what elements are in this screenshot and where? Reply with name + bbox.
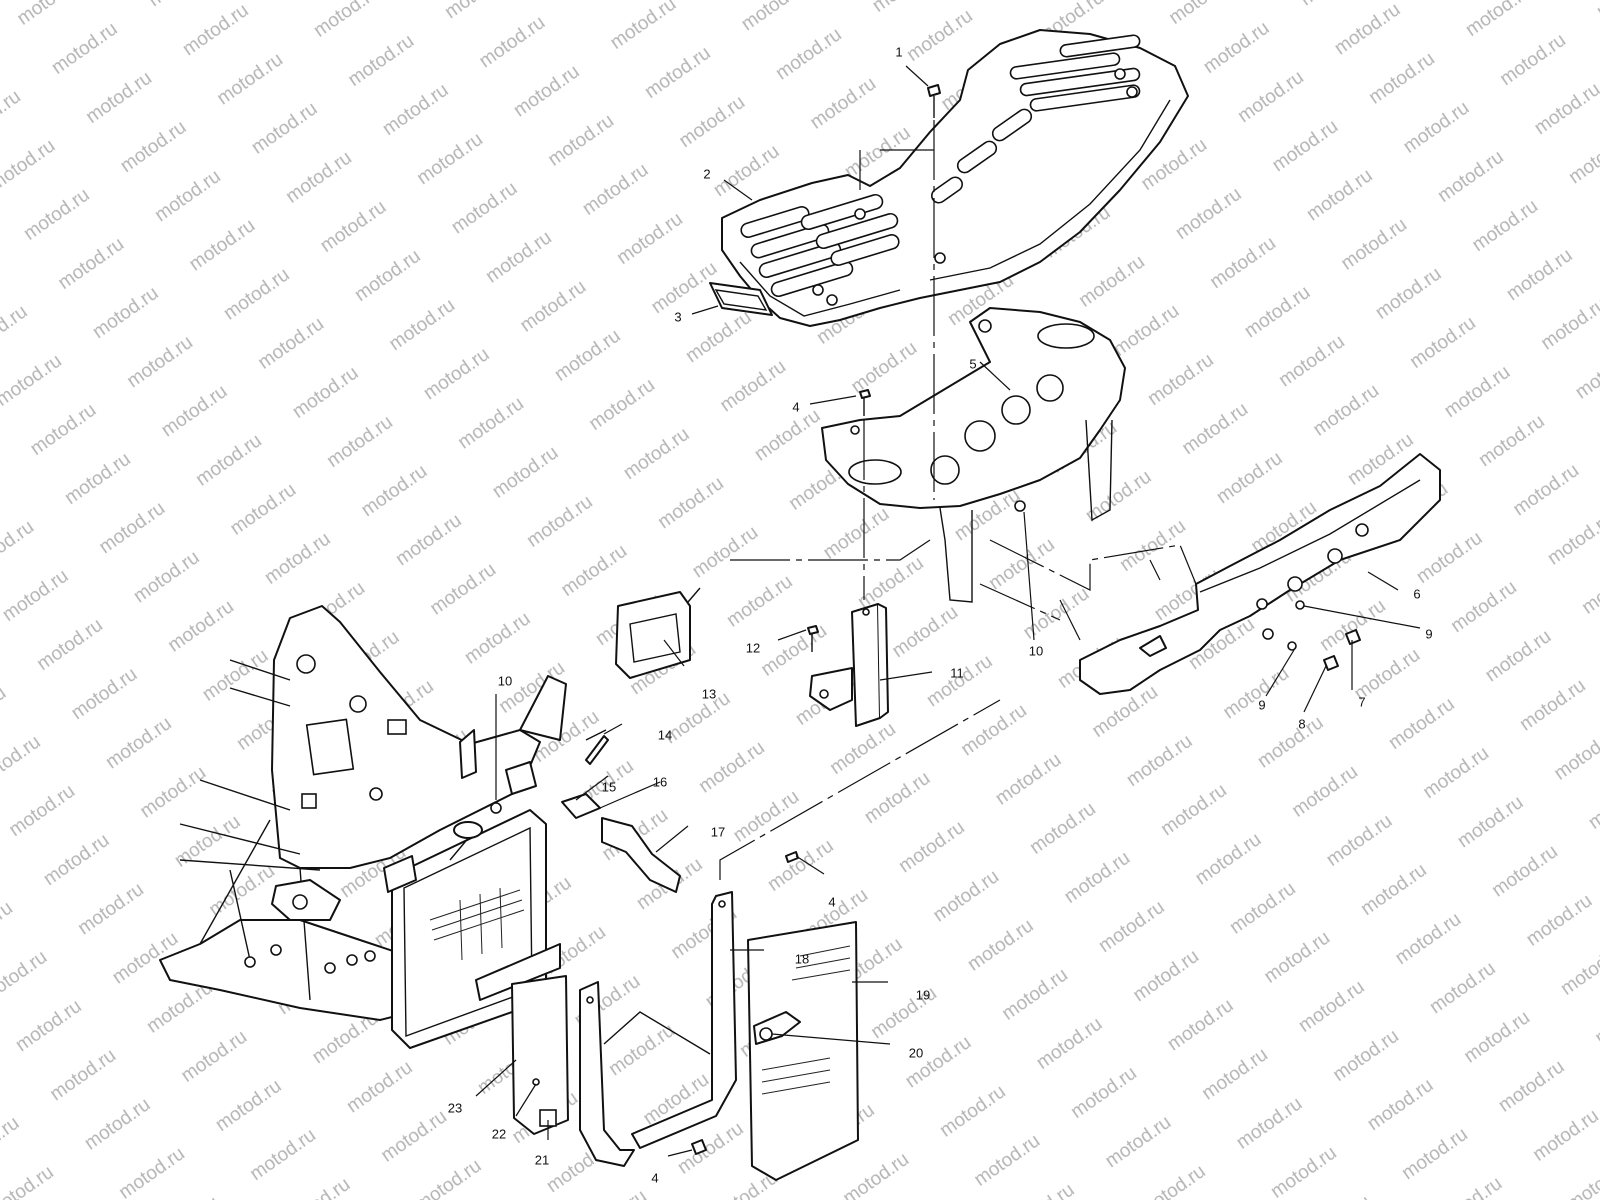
callout-14: 14 bbox=[657, 727, 673, 743]
callout-22: 22 bbox=[491, 1126, 507, 1142]
coupler-block bbox=[490, 729, 607, 819]
callout-16: 16 bbox=[652, 774, 668, 790]
callout-10b: 10 bbox=[497, 673, 513, 689]
hardware bbox=[585, 84, 1026, 1155]
callout-4c: 4 bbox=[651, 1170, 659, 1186]
reflector bbox=[709, 282, 773, 316]
mud-flap bbox=[747, 921, 859, 1181]
callout-8: 8 bbox=[1298, 716, 1306, 732]
callout-19: 19 bbox=[915, 987, 931, 1003]
frame-hole-row bbox=[244, 944, 376, 974]
hose bbox=[601, 817, 681, 893]
callout-13: 13 bbox=[701, 686, 717, 702]
rear-rack bbox=[721, 29, 1189, 327]
callout-6: 6 bbox=[1413, 586, 1421, 602]
callout-17: 17 bbox=[710, 824, 726, 840]
callout-10a: 10 bbox=[1028, 643, 1044, 659]
callout-3: 3 bbox=[674, 309, 682, 325]
callout-9a: 9 bbox=[1425, 626, 1433, 642]
callout-2: 2 bbox=[703, 166, 711, 182]
callout-1: 1 bbox=[895, 44, 903, 60]
callout-18: 18 bbox=[794, 951, 810, 967]
rear-bumper bbox=[1079, 453, 1441, 695]
tail-light bbox=[615, 587, 701, 679]
mud-flap-texture bbox=[761, 945, 851, 1095]
callout-15: 15 bbox=[601, 779, 617, 795]
radiator-grid bbox=[429, 887, 525, 961]
callout-7: 7 bbox=[1358, 694, 1366, 710]
frame-chassis bbox=[159, 605, 567, 1021]
callout-4b: 4 bbox=[828, 894, 836, 910]
leader-lines bbox=[475, 65, 1421, 1157]
rack-slots bbox=[740, 34, 1141, 306]
rack-mount-plate bbox=[821, 307, 1126, 603]
support-bracket bbox=[809, 603, 889, 727]
callout-11: 11 bbox=[950, 665, 964, 681]
callout-5: 5 bbox=[969, 356, 977, 372]
callout-12: 12 bbox=[745, 640, 761, 656]
callout-21: 21 bbox=[534, 1152, 550, 1168]
bumper-fasteners bbox=[1287, 600, 1361, 671]
assembly-lines bbox=[719, 120, 1197, 880]
callout-20: 20 bbox=[908, 1045, 924, 1061]
side-bracket bbox=[579, 891, 737, 1167]
callout-4a: 4 bbox=[792, 399, 800, 415]
splash-panel bbox=[511, 975, 569, 1135]
callout-9b: 9 bbox=[1258, 697, 1266, 713]
callout-23: 23 bbox=[447, 1100, 463, 1116]
radiator bbox=[383, 809, 561, 1049]
